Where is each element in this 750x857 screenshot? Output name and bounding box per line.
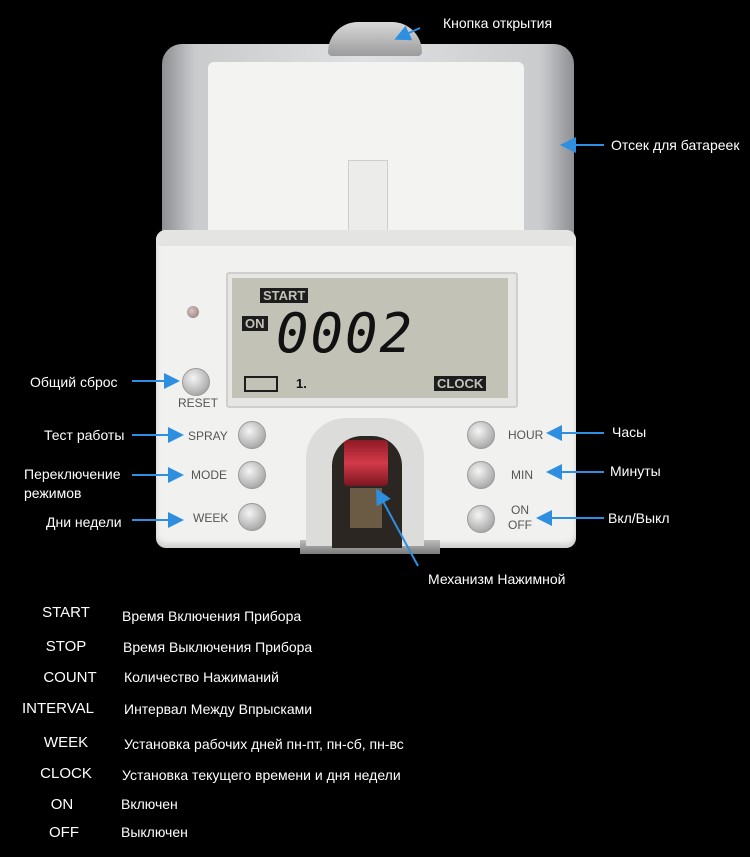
legend-value: Включен	[121, 796, 178, 812]
onoff-off-label: OFF	[508, 518, 532, 532]
legend-value: Время Выключения Прибора	[123, 639, 313, 655]
callout-open-button: Кнопка открытия	[443, 15, 553, 31]
callout-mechanism: Механизм Нажимной	[428, 571, 566, 587]
callout-onoff: Вкл/Выкл	[608, 510, 670, 526]
legend-key: CLOCK	[40, 765, 92, 782]
legend-key: ON	[50, 796, 74, 813]
week-button[interactable]	[238, 503, 266, 531]
callout-spray: Тест работы	[44, 427, 125, 443]
battery-level-icon	[244, 376, 278, 392]
onoff-on-label: ON	[511, 503, 529, 517]
device-body-top-edge	[156, 230, 576, 246]
callout-week: Дни недели	[46, 514, 122, 530]
legend-value: Количество Нажиманий	[124, 669, 279, 685]
callout-hour: Часы	[612, 424, 647, 440]
legend-value: Интервал Между Впрысками	[124, 701, 313, 717]
callout-battery: Отсек для батареек	[611, 137, 740, 153]
legend-key: WEEK	[43, 734, 89, 751]
reset-button[interactable]	[182, 368, 210, 396]
arrow-open-button	[394, 25, 421, 41]
week-label: WEEK	[193, 511, 229, 525]
mode-label: MODE	[191, 468, 227, 482]
hour-button[interactable]	[467, 421, 495, 449]
callout-mode: Переключение режимов	[24, 466, 121, 501]
callout-min: Минуты	[610, 463, 661, 479]
spray-label: SPRAY	[188, 429, 228, 443]
legend-key: START	[42, 604, 90, 621]
lcd-on-indicator: ON	[242, 316, 268, 331]
min-label: MIN	[511, 468, 533, 482]
legend-key: STOP	[45, 638, 87, 655]
callout-reset: Общий сброс	[30, 374, 118, 390]
legend-key: INTERVAL	[22, 700, 94, 717]
spray-button[interactable]	[238, 421, 266, 449]
status-led	[187, 306, 199, 318]
legend-key: COUNT	[43, 669, 97, 686]
legend-value: Установка текущего времени и дня недели	[122, 767, 401, 783]
lcd-clock-indicator: CLOCK	[434, 376, 487, 391]
legend-value: Время Включения Прибора	[122, 608, 302, 624]
aerosol-nozzle	[344, 440, 388, 486]
arrow-mechanism	[376, 488, 419, 567]
lcd-digits: 0002	[276, 302, 415, 365]
reset-label: RESET	[178, 396, 219, 410]
legend-value: Выключен	[121, 824, 188, 840]
min-button[interactable]	[467, 461, 495, 489]
legend-value: Установка рабочих дней пн-пт, пн-сб, пн-…	[124, 736, 404, 752]
legend-key: OFF	[49, 824, 79, 841]
hour-label: HOUR	[508, 428, 544, 442]
lcd-day-marker: 1.	[296, 376, 307, 391]
lcd-start-indicator: START	[260, 288, 309, 303]
onoff-button[interactable]	[467, 505, 495, 533]
mode-button[interactable]	[238, 461, 266, 489]
